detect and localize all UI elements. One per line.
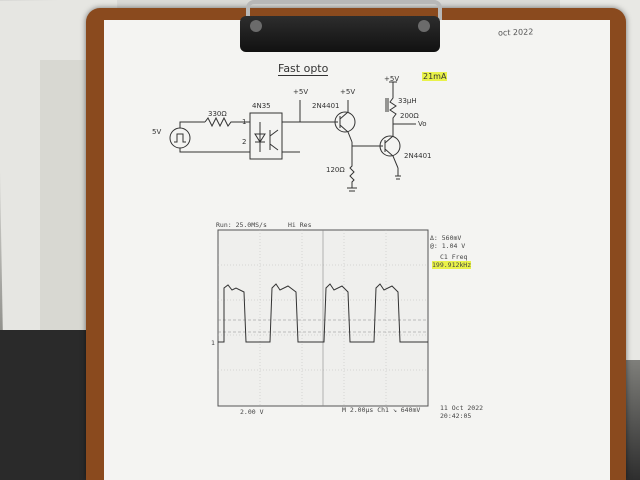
resistor-120-label: 120Ω	[326, 166, 345, 174]
optocoupler-box	[249, 112, 283, 160]
scope-mode: Hi Res	[288, 221, 312, 229]
opto-pin2-label: 2	[242, 138, 247, 146]
scope-waveform	[218, 283, 428, 343]
page-title: Fast opto	[278, 62, 329, 76]
current-note: 21mA	[422, 72, 448, 81]
clip-hole-left	[250, 20, 262, 32]
opto-pin1-label: 1	[242, 118, 247, 126]
inductor-33uh	[389, 88, 397, 124]
supply-label-3: +5V	[384, 75, 400, 83]
scope-date: 11 Oct 2022	[440, 404, 484, 412]
transistor-2-label: 2N4401	[404, 152, 432, 160]
supply-label-1: +5V	[293, 88, 309, 96]
resistor-120	[349, 158, 355, 188]
supply-label-2: +5V	[340, 88, 356, 96]
transistor-1-label: 2N4401	[312, 102, 340, 110]
clip-hole-right	[418, 20, 430, 32]
scope-timebase: M 2.00µs Ch1 ↘ 640mV	[342, 406, 421, 414]
scope-time: 20:42:05	[440, 412, 472, 420]
dark-object-bottom-left	[0, 330, 100, 480]
inductor-label: 33µH	[398, 97, 417, 105]
scope-delta-v: Δ: 560mV	[430, 234, 462, 242]
scope-screen	[217, 229, 429, 407]
pulse-source-symbol	[169, 127, 191, 149]
scope-run-status: Run: 25.0MS/s	[216, 221, 267, 229]
source-voltage-label: 5V	[152, 128, 162, 136]
scope-meas-label: C1 Freq	[440, 253, 468, 261]
resistor-330	[204, 116, 250, 128]
output-label: Vo	[418, 120, 427, 128]
resistor-330-label: 330Ω	[208, 110, 227, 118]
optocoupler-label: 4N35	[252, 102, 271, 110]
clipboard-clip	[240, 0, 442, 56]
scope-at-v: @: 1.04 V	[430, 242, 466, 250]
scope-meas-value: 199.912kHz	[432, 261, 472, 269]
clip-body	[240, 16, 440, 52]
scope-ch1-marker: 1	[211, 339, 215, 347]
resistor-200-label: 200Ω	[400, 112, 419, 120]
scope-ch1-scale: 2.00 V	[240, 408, 264, 416]
clip-wire	[246, 0, 442, 20]
